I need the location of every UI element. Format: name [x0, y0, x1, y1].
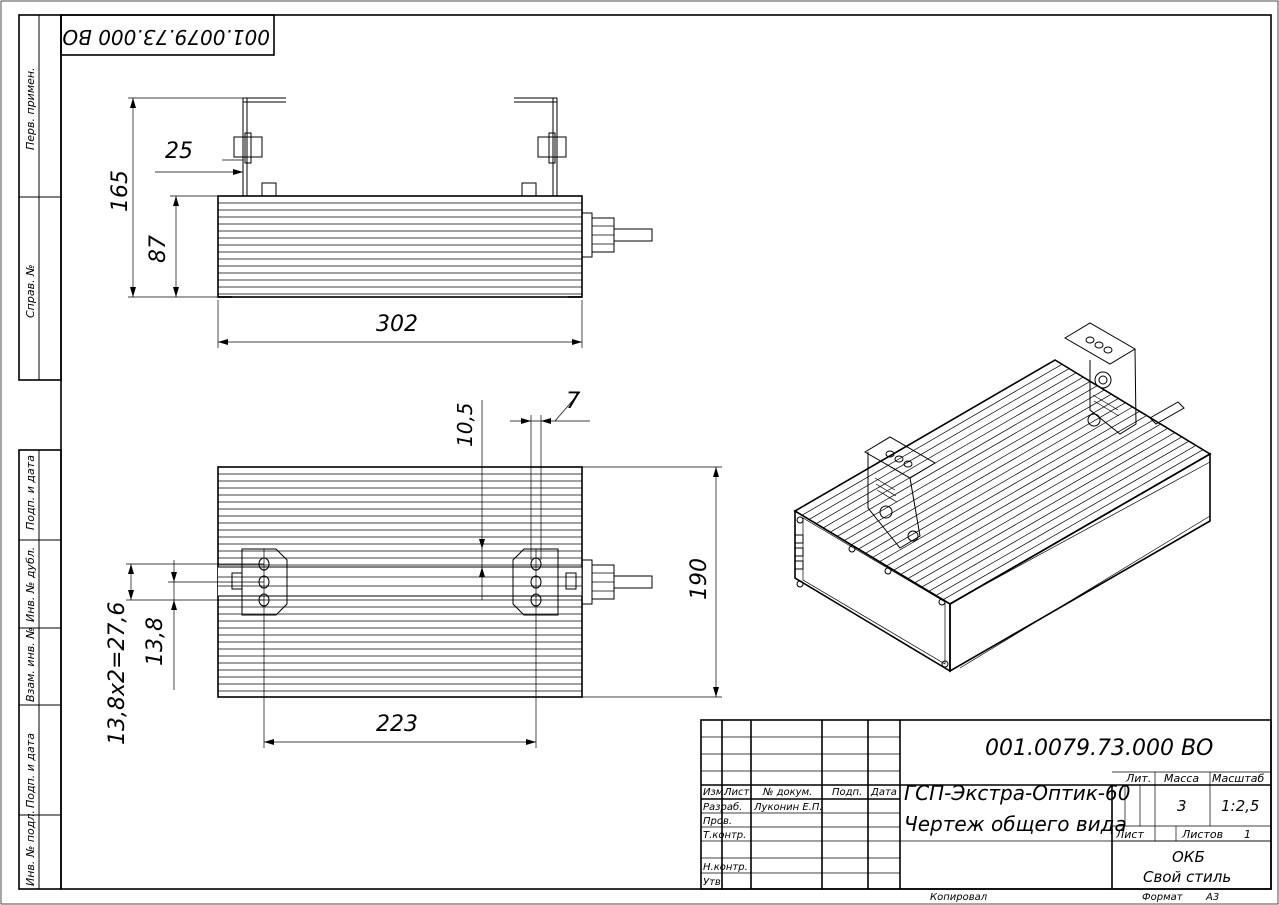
cable-bottom: [613, 575, 653, 589]
cable: [613, 228, 653, 242]
iso-fin: [893, 419, 1154, 571]
iso-fin: [907, 428, 1168, 579]
org-line2: Свой стиль: [1143, 868, 1231, 886]
list-label: Лист: [1115, 828, 1144, 841]
perv-primen-label: Перв. примен.: [24, 67, 37, 150]
dim-165: 165: [108, 170, 133, 212]
inv-podl-label: Инв. № подл.: [24, 810, 37, 886]
col-izm: Изм.: [703, 787, 727, 798]
right-mount-plate: [512, 548, 559, 616]
masshtab-label: Масштаб: [1212, 772, 1264, 785]
bottom-view: 190 223 10,5 7 13,8 13,8х2=27,6: [105, 389, 722, 748]
iso-side-face: [949, 452, 1211, 673]
utv-label: Утв.: [703, 877, 724, 888]
side-strip: Перв. примен. Справ. № Подп. и дата Инв.…: [18, 14, 62, 890]
dim-10-5: 10,5: [453, 402, 477, 447]
dim-223: 223: [376, 712, 418, 737]
left-mount-plate: [241, 548, 288, 616]
col-list: Лист: [723, 787, 751, 798]
podp-data-label-1: Подп. и дата: [24, 455, 37, 530]
listov-value: 1: [1244, 828, 1251, 841]
dim-7: 7: [566, 389, 580, 414]
masshtab-value: 1:2,5: [1221, 797, 1259, 815]
iso-fin: [830, 381, 1091, 533]
iso-fin: [879, 410, 1140, 563]
col-docum: № докум.: [762, 787, 812, 798]
iso-fin: [837, 385, 1098, 537]
title-doc-code: 001.0079.73.000 ВО: [985, 736, 1213, 761]
iso-fin: [858, 398, 1119, 550]
top-view: 165 87 302 25: [108, 97, 653, 348]
iso-fin: [900, 423, 1161, 575]
nkontr-label: Н.контр.: [703, 862, 748, 873]
dim-25: 25: [165, 139, 193, 164]
tkontr-label: Т.контр.: [703, 830, 746, 841]
dim-27-6: 13,8х2=27,6: [105, 602, 130, 745]
massa-value: 3: [1177, 797, 1187, 815]
iso-fin: [928, 440, 1190, 592]
sprav-no-label: Справ. №: [24, 264, 37, 318]
format-label: Формат: [1142, 892, 1184, 903]
left-bracket: [242, 97, 286, 196]
iso-fin: [844, 389, 1105, 541]
inv-dubl-label: Инв. № дубл.: [24, 547, 37, 622]
dim-13-8: 13,8: [143, 617, 168, 666]
prov-label: Пров.: [703, 816, 732, 827]
vzam-inv-label: Взам. инв. №: [24, 627, 37, 702]
listov-label: Листов: [1181, 828, 1223, 841]
title-block: 001.0079.73.000 ВО ГСП-Экстра-Оптик-60 Ч…: [700, 719, 1272, 903]
doc-code-stamp-text: 001.0079.73.000 ВО: [62, 25, 270, 49]
iso-fin: [823, 376, 1084, 529]
org-line1: ОКБ: [1172, 848, 1205, 866]
iso-left-bracket: [864, 436, 936, 479]
podp-data-label-2: Подп. и дата: [24, 733, 37, 808]
iso-fin: [815, 372, 1077, 524]
dim-87: 87: [146, 235, 171, 263]
kopiroval-label: Копировал: [930, 892, 988, 903]
cable-gland: [581, 212, 593, 258]
dim-190: 190: [687, 558, 712, 600]
iso-fin: [914, 432, 1175, 584]
iso-fin: [921, 436, 1182, 588]
lit-label: Лит.: [1125, 772, 1151, 785]
iso-right-bracket: [1064, 322, 1136, 365]
iso-fin: [865, 402, 1126, 554]
massa-label: Масса: [1164, 772, 1199, 785]
col-data: Дата: [870, 787, 897, 798]
dim-302: 302: [376, 312, 418, 337]
col-podp: Подп.: [832, 787, 862, 798]
razrab-name: Луконин Е.П.: [753, 802, 823, 813]
iso-fin: [872, 406, 1133, 558]
isometric-view: [793, 322, 1212, 673]
iso-fin: [808, 368, 1070, 520]
title-name-line2: Чертеж общего вида: [904, 812, 1127, 836]
iso-fin: [886, 415, 1147, 567]
doc-code-stamp: 001.0079.73.000 ВО: [60, 14, 275, 56]
right-bracket: [514, 97, 558, 196]
iso-fin: [942, 449, 1204, 601]
top-view-body: [217, 195, 583, 298]
cable-gland-bottom: [581, 559, 593, 605]
title-name-line1: ГСП-Экстра-Оптик-60: [904, 781, 1130, 805]
format-value: А3: [1205, 892, 1219, 903]
iso-fin: [801, 363, 1063, 516]
iso-fin: [851, 393, 1112, 546]
iso-fin: [935, 445, 1197, 596]
razrab-label: Разраб.: [703, 801, 742, 813]
